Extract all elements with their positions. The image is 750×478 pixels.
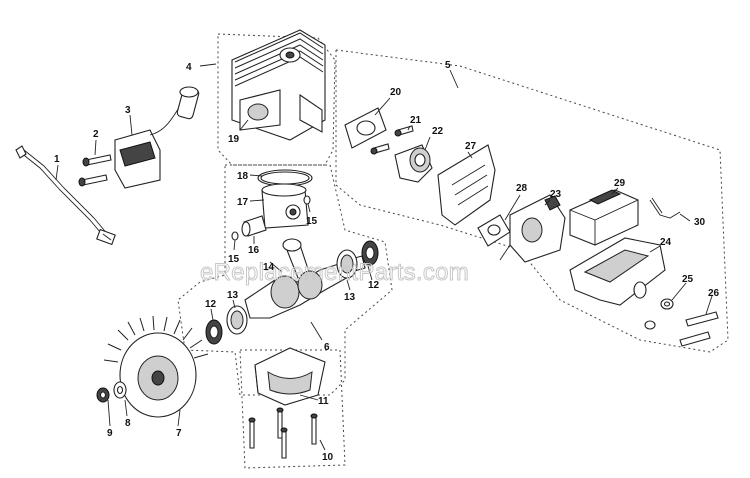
part-ignition-coil[interactable] bbox=[114, 86, 200, 189]
part-piston[interactable] bbox=[261, 183, 309, 229]
callout-14: 14 bbox=[263, 262, 275, 273]
part-intake-gasket[interactable] bbox=[344, 107, 387, 149]
callout-19: 19 bbox=[228, 134, 240, 145]
group-outline-crankshaft bbox=[177, 164, 393, 396]
callout-2: 2 bbox=[93, 129, 99, 140]
callout-12-left: 12 bbox=[205, 299, 217, 310]
part-crankcase-bolts[interactable] bbox=[248, 407, 318, 459]
callout-28: 28 bbox=[516, 183, 528, 194]
callout-1: 1 bbox=[54, 154, 60, 165]
callout-4: 4 bbox=[186, 62, 192, 73]
part-cylinder[interactable] bbox=[231, 29, 326, 141]
callout-13-left: 13 bbox=[227, 290, 239, 301]
part-washer[interactable] bbox=[113, 381, 127, 399]
part-filter-base[interactable] bbox=[569, 237, 666, 306]
callout-15-right: 15 bbox=[306, 216, 318, 227]
part-carburetor[interactable] bbox=[499, 194, 566, 263]
callout-18: 18 bbox=[237, 171, 249, 182]
part-studs[interactable] bbox=[679, 311, 719, 347]
callout-27: 27 bbox=[465, 141, 477, 152]
callout-26: 26 bbox=[708, 288, 720, 299]
callout-17: 17 bbox=[237, 197, 249, 208]
part-wrist-pin[interactable] bbox=[241, 215, 267, 237]
callout-25: 25 bbox=[682, 274, 694, 285]
callout-13-right: 13 bbox=[344, 292, 356, 303]
part-air-filter[interactable] bbox=[569, 189, 639, 246]
watermark: eReplacementParts.com bbox=[200, 259, 469, 286]
part-nut[interactable] bbox=[96, 387, 110, 403]
callout-21: 21 bbox=[410, 115, 422, 126]
part-piston-ring[interactable] bbox=[257, 169, 313, 187]
part-circlips[interactable] bbox=[231, 195, 311, 241]
leader-lines bbox=[55, 63, 713, 451]
callout-12-right: 12 bbox=[368, 280, 380, 291]
part-seal-right[interactable] bbox=[361, 240, 379, 266]
part-heat-shield[interactable] bbox=[437, 144, 496, 226]
callout-10: 10 bbox=[322, 452, 334, 463]
callout-23: 23 bbox=[550, 189, 562, 200]
callout-3: 3 bbox=[125, 105, 131, 116]
part-choke-rod[interactable] bbox=[649, 197, 681, 219]
part-intake-boot[interactable] bbox=[394, 144, 433, 183]
callout-11: 11 bbox=[318, 396, 329, 407]
callout-labels: 1 2 3 4 5 6 7 8 9 10 11 12 12 13 13 14 1… bbox=[54, 60, 720, 463]
group-outline-crankcase bbox=[239, 349, 346, 469]
callout-7: 7 bbox=[176, 428, 182, 439]
part-washers-25[interactable] bbox=[644, 298, 674, 330]
callout-24: 24 bbox=[660, 237, 672, 248]
part-wire-harness[interactable] bbox=[15, 145, 116, 246]
part-screws-2[interactable] bbox=[78, 154, 112, 187]
callout-16: 16 bbox=[248, 245, 260, 256]
callout-22: 22 bbox=[432, 126, 444, 137]
callout-30: 30 bbox=[694, 217, 706, 228]
part-carb-gasket[interactable] bbox=[477, 214, 511, 247]
part-seal-left[interactable] bbox=[205, 319, 223, 345]
part-screws-21[interactable] bbox=[370, 125, 414, 155]
callout-15-left: 15 bbox=[228, 254, 240, 265]
part-flywheel[interactable] bbox=[103, 315, 209, 418]
part-crankcase[interactable] bbox=[254, 347, 326, 406]
callout-9: 9 bbox=[107, 428, 113, 439]
part-bearing-right[interactable] bbox=[336, 249, 358, 279]
callout-29: 29 bbox=[614, 178, 626, 189]
group-outline-carburetor bbox=[335, 49, 729, 353]
group-outline-cylinder bbox=[217, 33, 336, 166]
callout-20: 20 bbox=[390, 87, 402, 98]
part-bearing-left[interactable] bbox=[226, 305, 248, 335]
callout-8: 8 bbox=[125, 418, 131, 429]
callout-5: 5 bbox=[445, 60, 451, 71]
callout-6: 6 bbox=[324, 342, 330, 353]
